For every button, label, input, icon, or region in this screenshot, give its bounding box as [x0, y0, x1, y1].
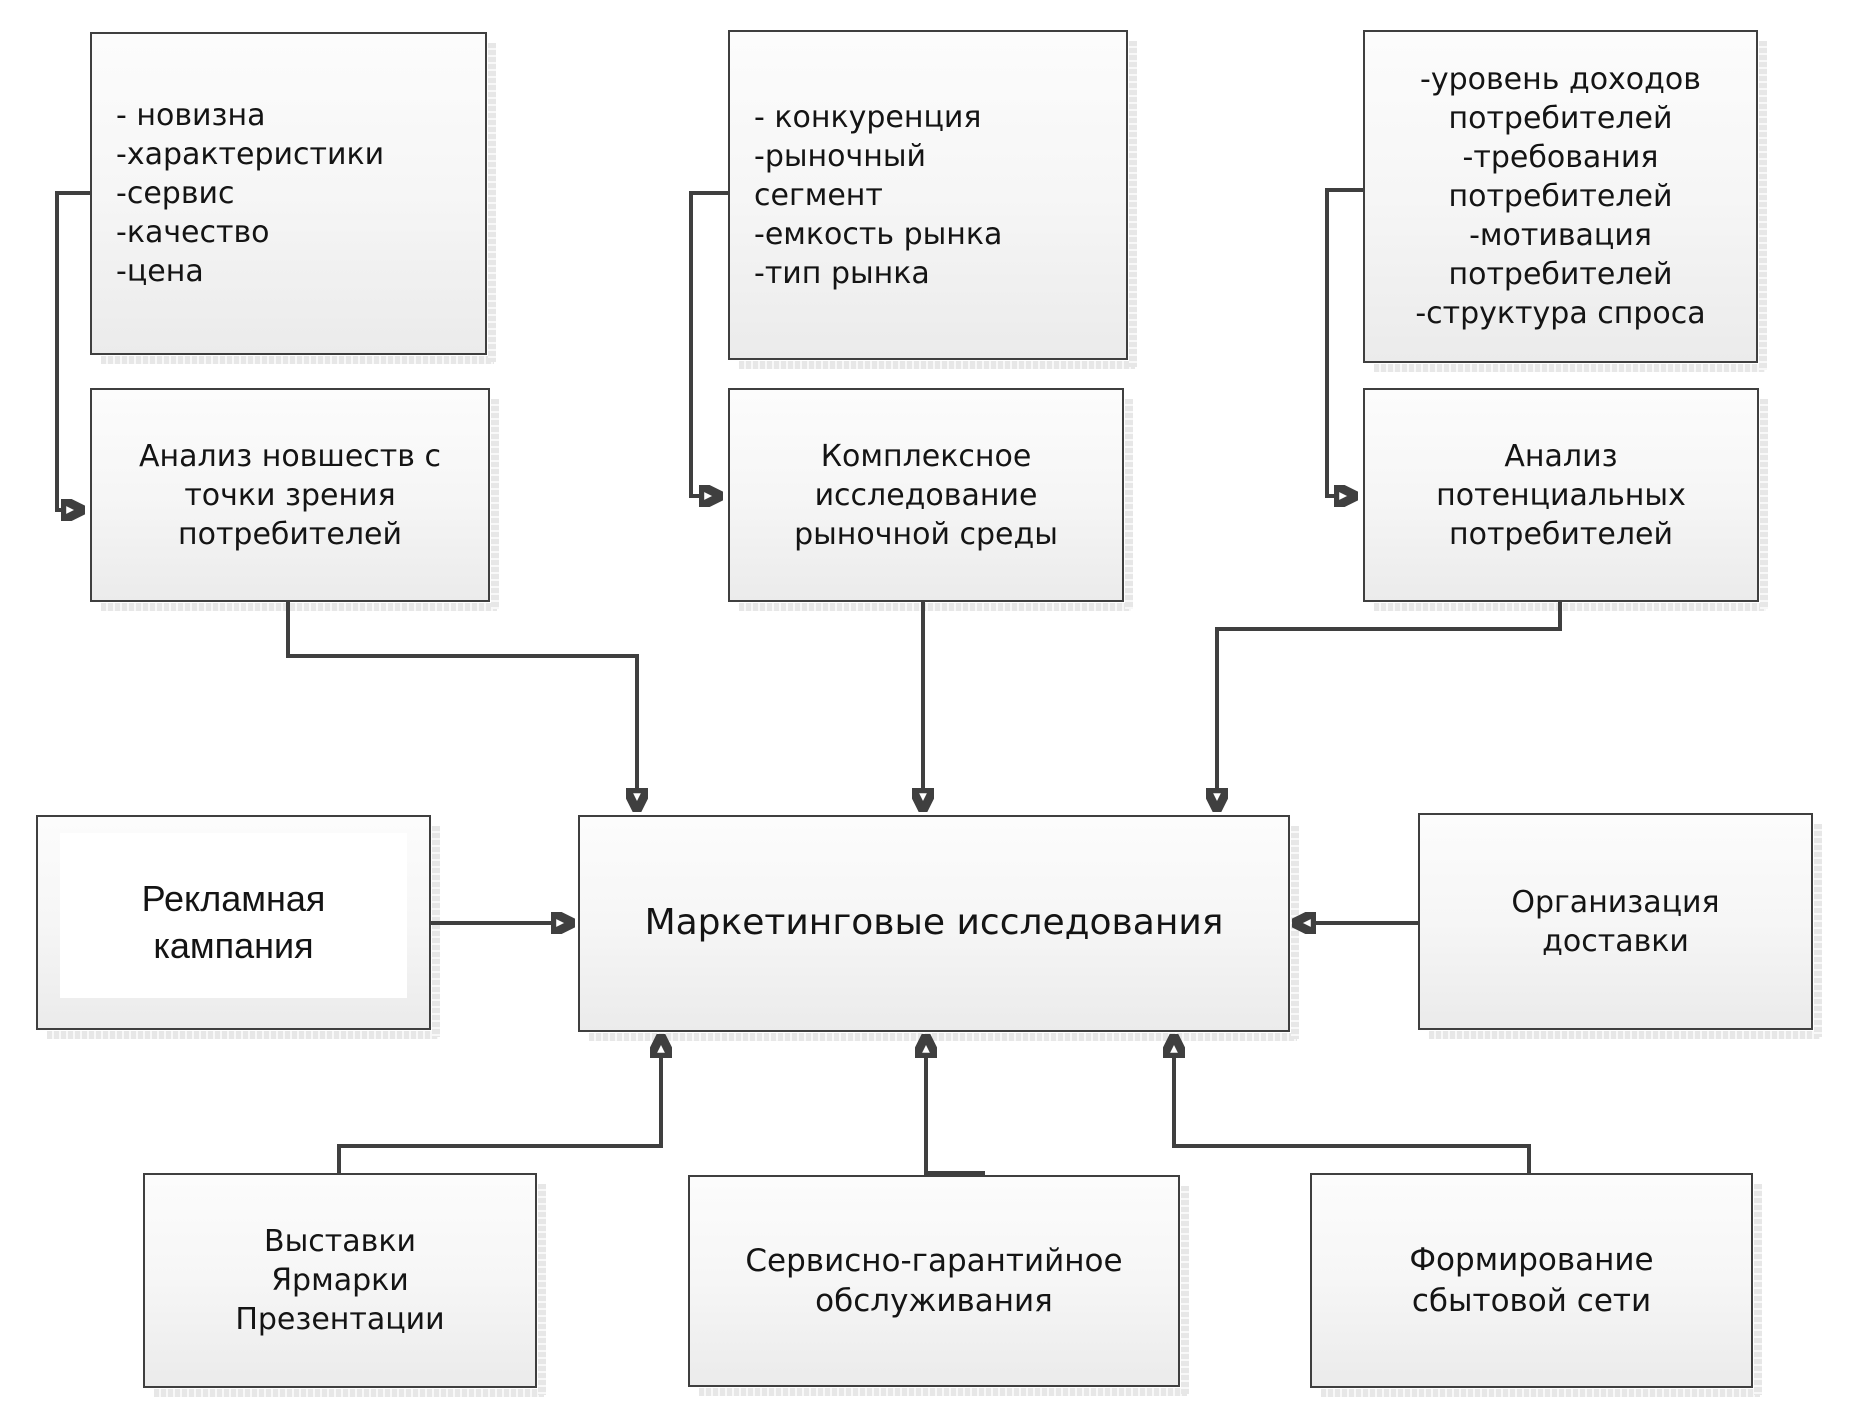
edge-consumer-to-potential [1325, 188, 1363, 496]
node-consumer-factors-label: -уровень доходов потребителей -требовани… [1415, 62, 1706, 331]
node-delivery-organization-label: Организация доставки [1511, 884, 1720, 959]
node-ad-campaign-label: Рекламная кампания [141, 877, 326, 966]
node-complex-research-label: Комплексное исследование рыночной среды [794, 438, 1058, 552]
node-novelty-analysis: Анализ новшеств с точки зрения потребите… [90, 388, 499, 611]
node-consumer-factors: -уровень доходов потребителей -требовани… [1363, 30, 1767, 372]
node-product-attributes: - новизна -характеристики -сервис -качес… [90, 32, 496, 364]
node-novelty-analysis-label: Анализ новшеств с точки зрения потребите… [139, 438, 441, 552]
node-marketing-research: Маркетинговые исследования [578, 815, 1299, 1041]
edge-service-to-marketing [926, 1055, 985, 1175]
node-market-factors-label: - конкуренция -рыночный сегмент -емкость… [754, 99, 1003, 291]
node-product-attributes-label: - новизна -характеристики -сервис -качес… [116, 98, 385, 289]
node-exhibitions: Выставки Ярмарки Презентации [143, 1173, 546, 1397]
node-exhibitions-label: Выставки Ярмарки Презентации [235, 1224, 445, 1337]
node-service-warranty-label: Сервисно-гарантийное обслуживания [745, 1242, 1123, 1319]
edge-market-to-complex [689, 191, 728, 496]
node-market-factors: - конкуренция -рыночный сегмент -емкость… [728, 30, 1137, 369]
edge-product-to-novelty [55, 191, 90, 510]
node-complex-research: Комплексное исследование рыночной среды [728, 388, 1133, 611]
edge-exhibitions-to-marketing [337, 1055, 661, 1173]
node-ad-campaign: Рекламная кампания [36, 815, 440, 1039]
node-service-warranty: Сервисно-гарантийное обслуживания [688, 1175, 1189, 1396]
node-sales-network: Формирование сбытовой сети [1310, 1173, 1762, 1397]
edge-novelty-to-marketing [286, 602, 637, 791]
node-potential-consumers-label: Анализ потенциальных потребителей [1436, 438, 1686, 552]
node-marketing-research-label: Маркетинговые исследования [644, 902, 1224, 944]
node-sales-network-label: Формирование сбытовой сети [1409, 1242, 1654, 1319]
ad-campaign-inner-panel [60, 833, 407, 998]
node-potential-consumers: Анализ потенциальных потребителей [1363, 388, 1768, 611]
edge-potential-to-marketing [1217, 602, 1562, 791]
edge-sales-to-marketing [1174, 1055, 1531, 1173]
node-delivery-organization: Организация доставки [1418, 813, 1822, 1039]
